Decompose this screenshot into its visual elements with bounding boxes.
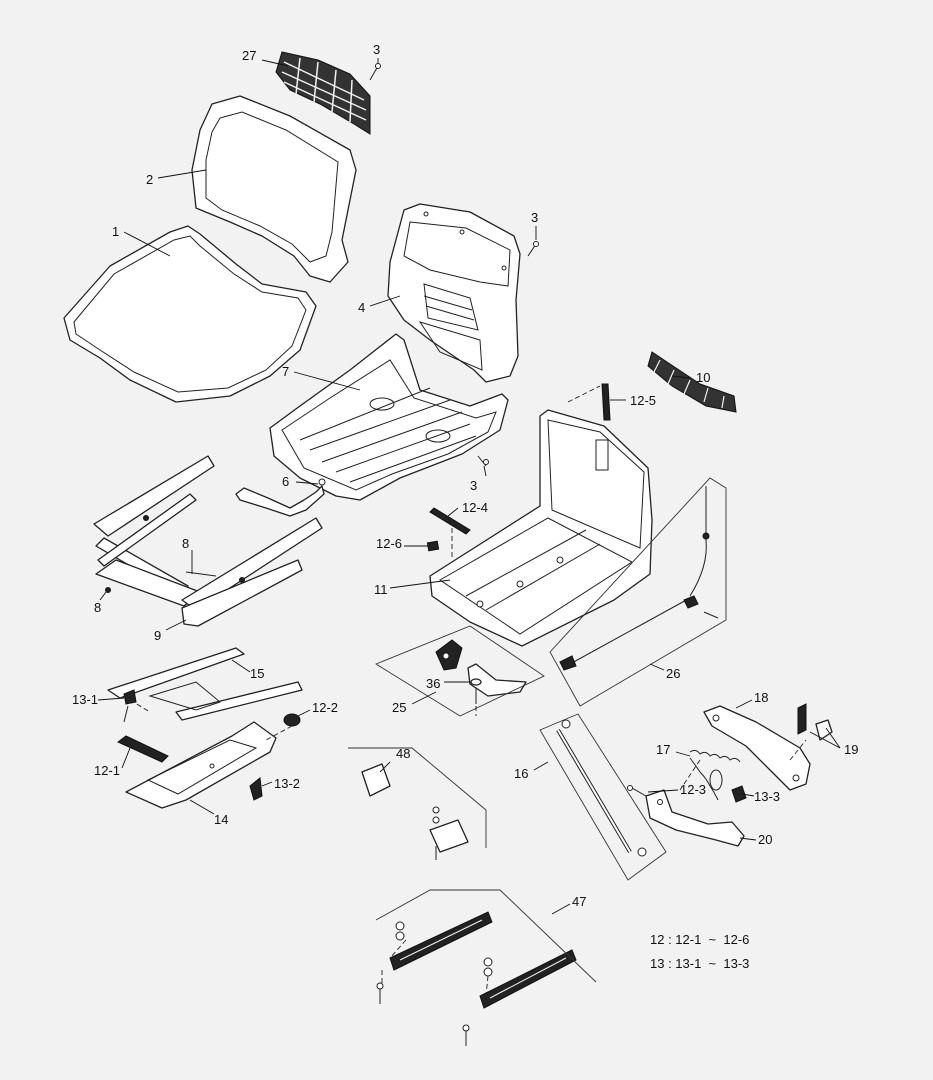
group-outline-48: [348, 747, 487, 848]
label-12-6: 12-6: [376, 536, 402, 551]
part-12-6-clip: [426, 540, 440, 552]
part-26-cable: [559, 486, 719, 671]
part-12-3-bolt: [627, 785, 647, 797]
label-12-5: 12-5: [630, 393, 656, 408]
label-3-top: 3: [373, 42, 380, 57]
part-48-bracket: [361, 763, 469, 860]
part-4-backrest-frame: [387, 203, 521, 383]
part-12-1-bracket: [117, 735, 169, 763]
part-25-latch: [435, 639, 527, 697]
label-11: 11: [374, 582, 388, 597]
part-36-bolt: [470, 678, 482, 704]
label-48: 48: [396, 746, 410, 761]
label-12-1: 12-1: [94, 763, 120, 778]
group-outline-16: [539, 713, 667, 881]
label-8-upper: 8: [182, 536, 189, 551]
label-9: 9: [154, 628, 161, 643]
part-14-cover-plate: [125, 721, 277, 809]
screw-3-backrest: [527, 241, 539, 257]
label-18: 18: [754, 690, 768, 705]
label-3-backrest: 3: [531, 210, 538, 225]
callout-labels: 27 3 2 1 3 4 7 10 12-5 3 6 12-4 12-6 8 1…: [72, 42, 858, 909]
part-7-seat-pan: [269, 333, 509, 501]
label-17: 17: [656, 742, 670, 757]
assembly-lines: [129, 385, 807, 997]
part-20-bracket: [645, 789, 745, 847]
part-19-clip: [797, 703, 833, 741]
part-8-pin-lower: [105, 587, 111, 593]
part-12-2-roller: [283, 713, 301, 727]
label-3-seat: 3: [470, 478, 477, 493]
group-legend: 12 : 12-1 ~ 12-6 13 : 13-1 ~ 13-3: [650, 932, 749, 971]
label-27: 27: [242, 48, 256, 63]
group-outline-26: [549, 477, 727, 707]
part-18-linkage-arm: [703, 705, 811, 791]
label-12-2: 12-2: [312, 700, 338, 715]
screw-3-top: [369, 63, 381, 81]
label-12-3: 12-3: [680, 782, 706, 797]
label-1: 1: [112, 224, 119, 239]
part-13-1-bumper: [123, 689, 137, 723]
label-47: 47: [572, 894, 586, 909]
part-1-seat-cushion: [63, 225, 317, 403]
label-7: 7: [282, 364, 289, 379]
legend-line-13: 13 : 13-1 ~ 13-3: [650, 956, 749, 971]
part-6-lever: [235, 478, 326, 517]
part-13-3-stop: [731, 785, 747, 803]
label-2: 2: [146, 172, 153, 187]
label-13-2: 13-2: [274, 776, 300, 791]
part-27-grille: [275, 51, 371, 135]
legend-line-12: 12 : 12-1 ~ 12-6: [650, 932, 749, 947]
label-15: 15: [250, 666, 264, 681]
label-16: 16: [514, 766, 528, 781]
label-19: 19: [844, 742, 858, 757]
label-6: 6: [282, 474, 289, 489]
part-13-2-stopper: [249, 777, 263, 801]
label-12-4: 12-4: [462, 500, 488, 515]
part-15-slide-rail: [107, 647, 303, 721]
label-36: 36: [426, 676, 440, 691]
label-4: 4: [358, 300, 365, 315]
part-10-grille-strip: [647, 351, 737, 413]
part-47-slide-rail-left: [376, 911, 493, 1004]
part-11-seat-base: [429, 409, 653, 647]
part-17-coil-spring: [689, 749, 741, 801]
label-8-lower: 8: [94, 600, 101, 615]
label-10: 10: [696, 370, 710, 385]
group-outline-47: [375, 889, 597, 983]
part-12-5-spring: [601, 383, 611, 421]
part-47-slide-rail-right: [462, 949, 577, 1046]
part-16-gas-strut: [556, 719, 647, 857]
label-25: 25: [392, 700, 406, 715]
label-13-1: 13-1: [72, 692, 98, 707]
label-20: 20: [758, 832, 772, 847]
label-14: 14: [214, 812, 228, 827]
part-2-backrest-cushion: [191, 95, 357, 283]
part-12-4-spring-strip: [429, 507, 471, 535]
label-26: 26: [666, 666, 680, 681]
screw-3-seat-pan: [477, 455, 489, 467]
leader-lines: [97, 58, 841, 915]
group-outline-25: [375, 625, 545, 717]
part-9-suspension-frame: [93, 455, 323, 627]
label-13-3: 13-3: [754, 789, 780, 804]
